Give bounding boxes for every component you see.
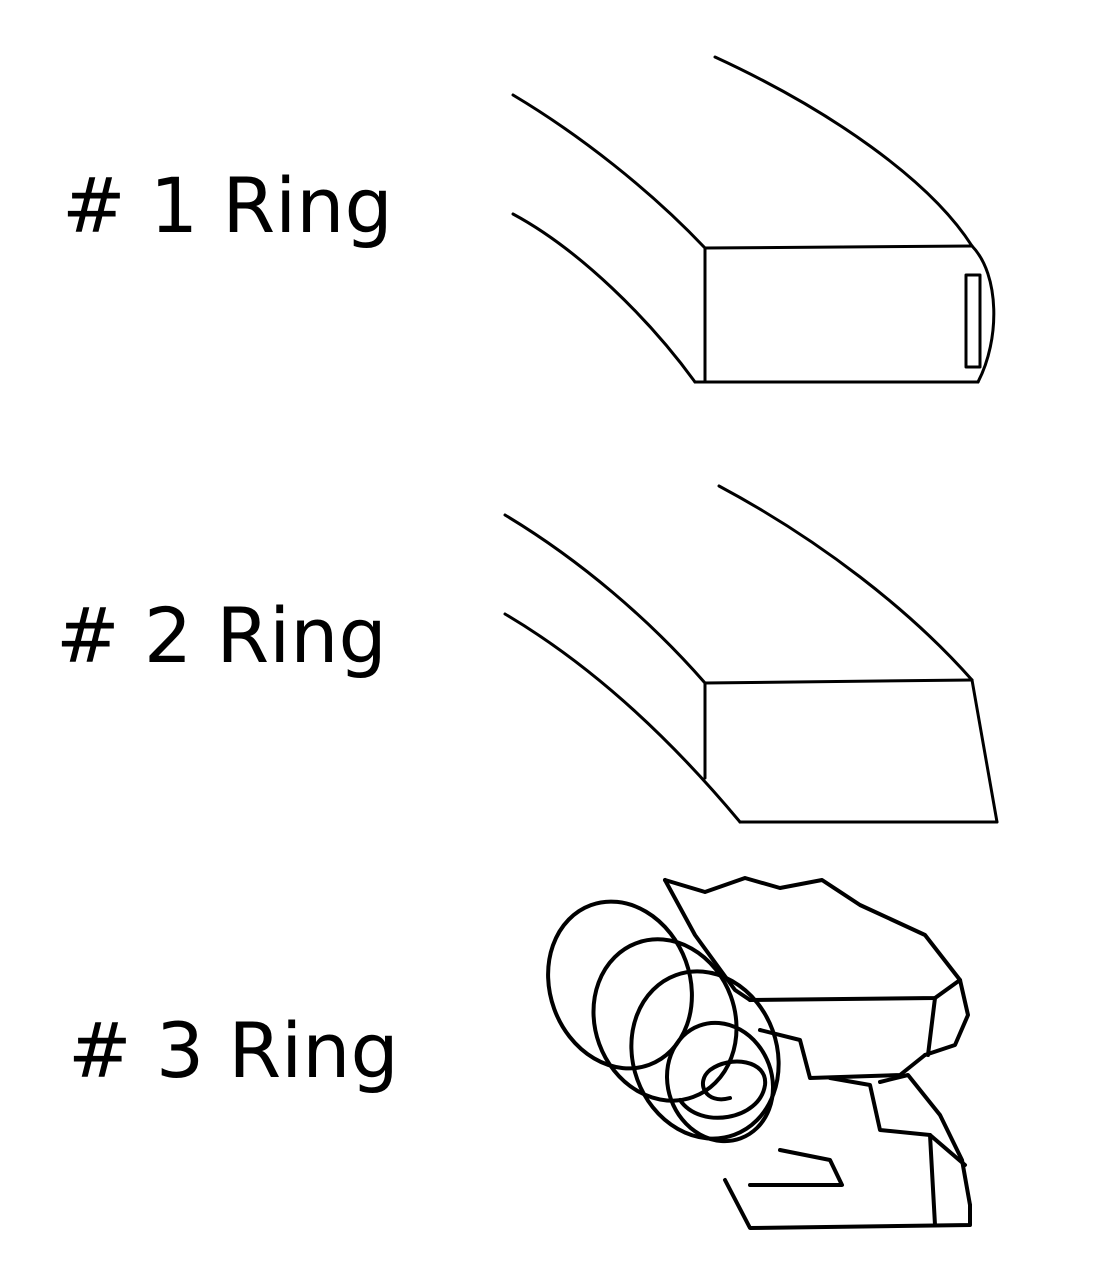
ring-3-upper-rail-front xyxy=(748,978,970,1057)
ring-3-upper-rail-bottom xyxy=(758,1028,927,1080)
ring-2-label: # 2 Ring xyxy=(56,591,387,680)
ring-1-face-groove xyxy=(964,273,982,369)
ring-3-upper-rail-top xyxy=(663,876,962,982)
ring-1-top-outer-edge xyxy=(713,55,974,248)
ring-3-lower-rail-top xyxy=(878,1073,972,1207)
ring-2-top-inner-edge xyxy=(503,513,707,685)
ring-2-tapered-face xyxy=(970,678,999,824)
ring-3-upper-rail-left xyxy=(663,878,752,1002)
ring-3-coil-center xyxy=(678,1059,768,1120)
ring-2-bottom-edge xyxy=(503,612,742,824)
ring-3-coil-loop-2 xyxy=(591,937,739,1103)
ring-3-lower-rail-face-line xyxy=(928,1133,937,1227)
ring-3-lower-rail-left xyxy=(748,1148,844,1187)
ring-1-front-top xyxy=(703,244,974,250)
ring-1-label: # 1 Ring xyxy=(62,161,393,250)
ring-2-front-top xyxy=(703,678,974,685)
ring-3-coil-loop-inner xyxy=(665,1020,775,1144)
ring-1-drawing xyxy=(511,55,996,384)
ring-3-coil-loop-1 xyxy=(546,899,694,1071)
ring-2-drawing xyxy=(503,484,999,824)
ring-1-top-inner-edge xyxy=(511,93,707,250)
ring-2-top-outer-edge xyxy=(717,484,974,682)
ring-3-drawing xyxy=(546,876,972,1230)
ring-3-lower-rail-bottom xyxy=(723,1178,972,1230)
ring-3-upper-rail-face-line xyxy=(926,996,937,1057)
ring-1-bottom-edge xyxy=(511,212,697,384)
ring-3-label: # 3 Ring xyxy=(68,1006,399,1095)
ring-3-coil-loop-3 xyxy=(629,969,781,1141)
ring-3-lower-rail-front xyxy=(828,1076,967,1167)
ring-1-rounded-face xyxy=(970,244,996,384)
